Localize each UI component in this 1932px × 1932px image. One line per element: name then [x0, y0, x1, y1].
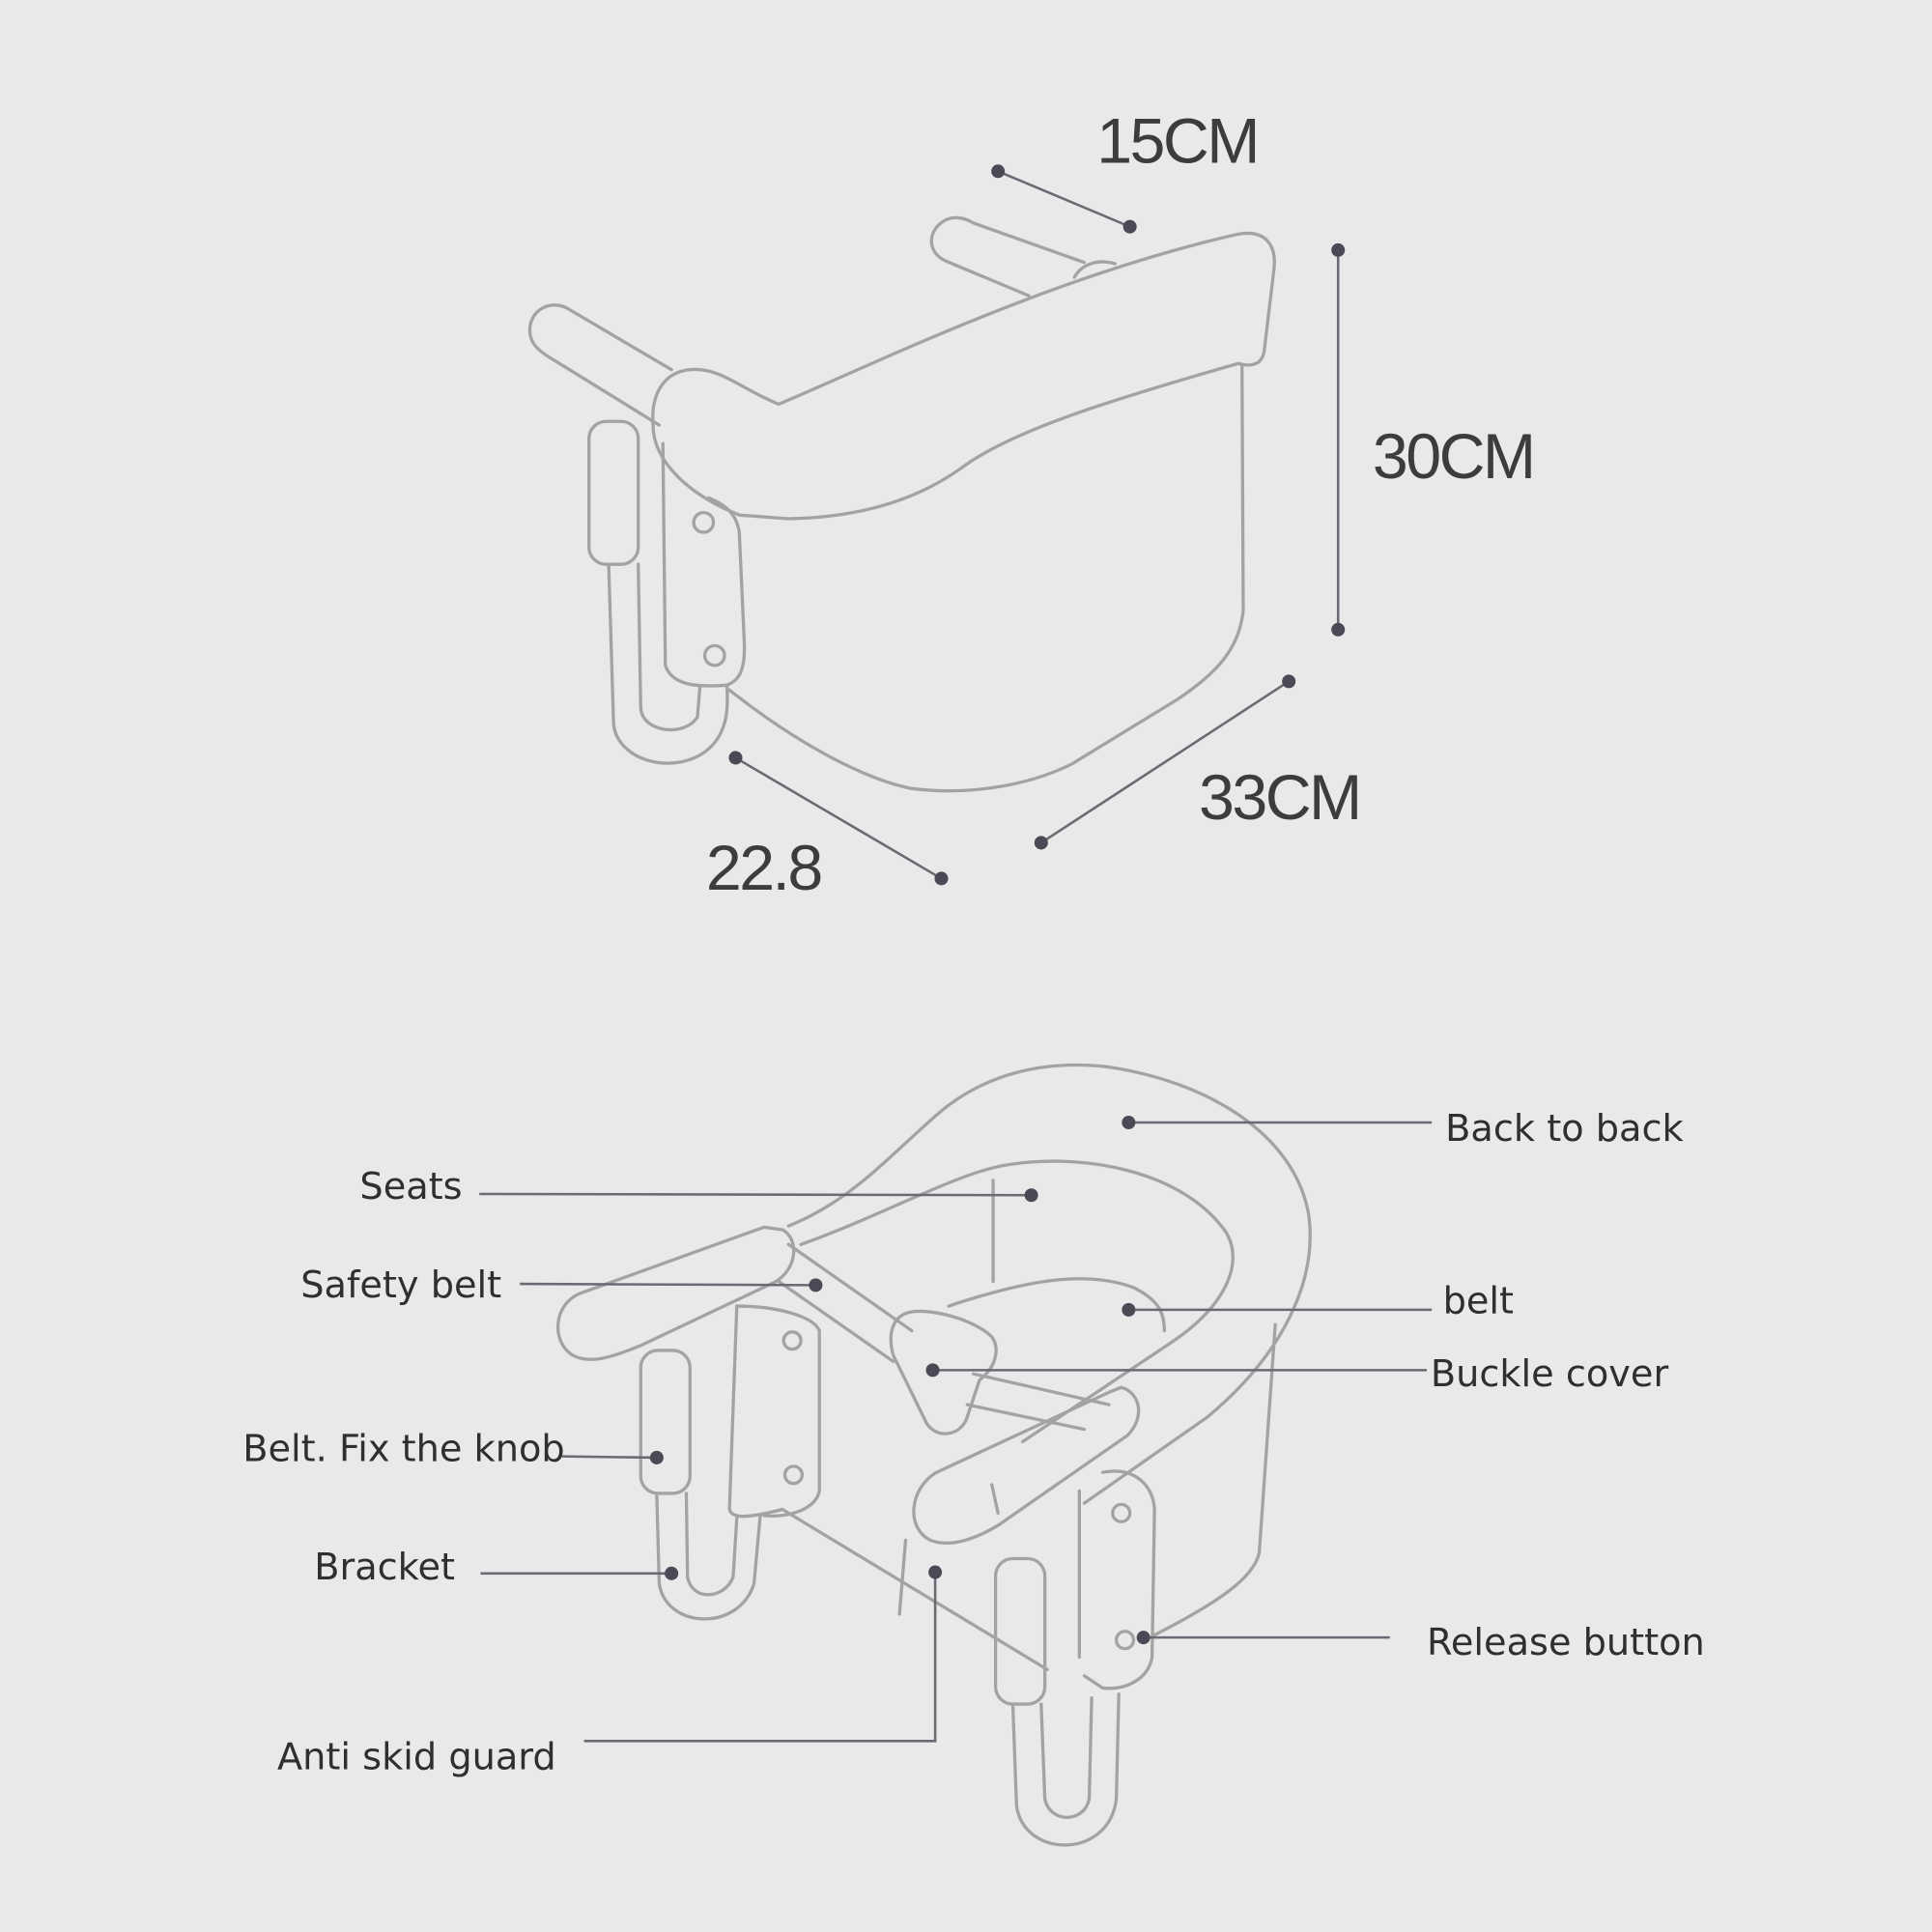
hole: [692, 510, 716, 534]
safety-belt-strap: [777, 1242, 914, 1364]
left-arm: [555, 1225, 796, 1361]
right-side-plate: [1082, 1469, 1156, 1690]
buckle-cover: [889, 1309, 998, 1435]
label-belt: belt: [1443, 1280, 1514, 1323]
hole: [781, 1330, 803, 1351]
side-plate: [661, 441, 747, 688]
left-side-plate: [735, 1304, 821, 1518]
label-seats: Seats: [359, 1165, 462, 1208]
hole: [1114, 1630, 1136, 1651]
dimension-length: 22.8: [706, 833, 821, 904]
leader-lines: [479, 1115, 1433, 1743]
label-safety-belt: Safety belt: [300, 1264, 501, 1307]
dimension-width: 33CM: [1199, 762, 1360, 834]
right-bracket: [1010, 1692, 1121, 1847]
label-anti-skid-guard: Anti skid guard: [277, 1736, 556, 1779]
hole: [1111, 1502, 1132, 1523]
label-back-to-back: Back to back: [1445, 1107, 1684, 1151]
far-joint: [1072, 260, 1117, 279]
backrest-outer: [786, 1063, 1312, 1505]
left-bracket: [655, 1492, 762, 1621]
label-belt-fix-knob: Belt. Fix the knob: [242, 1428, 564, 1471]
dimension-depth: 15CM: [1096, 105, 1258, 177]
seat-body: [727, 1304, 1277, 1671]
seat-body: [727, 362, 1245, 793]
label-bracket: Bracket: [314, 1546, 455, 1589]
bracket-knob: [993, 1556, 1047, 1706]
bracket-knob: [587, 419, 640, 566]
right-arm: [912, 1385, 1141, 1545]
hole: [782, 1464, 805, 1486]
near-handle: [527, 303, 673, 427]
front-bar: [965, 1372, 1111, 1432]
dimension-height: 30CM: [1373, 421, 1534, 493]
hole: [702, 643, 726, 668]
chair-dimensions-illustration: 15CM 30CM 33CM 22.8: [527, 105, 1536, 904]
chair-parts-illustration: Back to back Seats Safety belt belt Buck…: [242, 1063, 1705, 1847]
backrest-inner: [799, 1159, 1235, 1444]
bracket-knob: [639, 1349, 692, 1495]
bracket: [607, 562, 729, 765]
label-release-button: Release button: [1427, 1621, 1705, 1664]
backrest-rail: [651, 231, 1276, 521]
far-handle: [929, 215, 1087, 298]
label-buckle-cover: Buckle cover: [1431, 1352, 1669, 1396]
